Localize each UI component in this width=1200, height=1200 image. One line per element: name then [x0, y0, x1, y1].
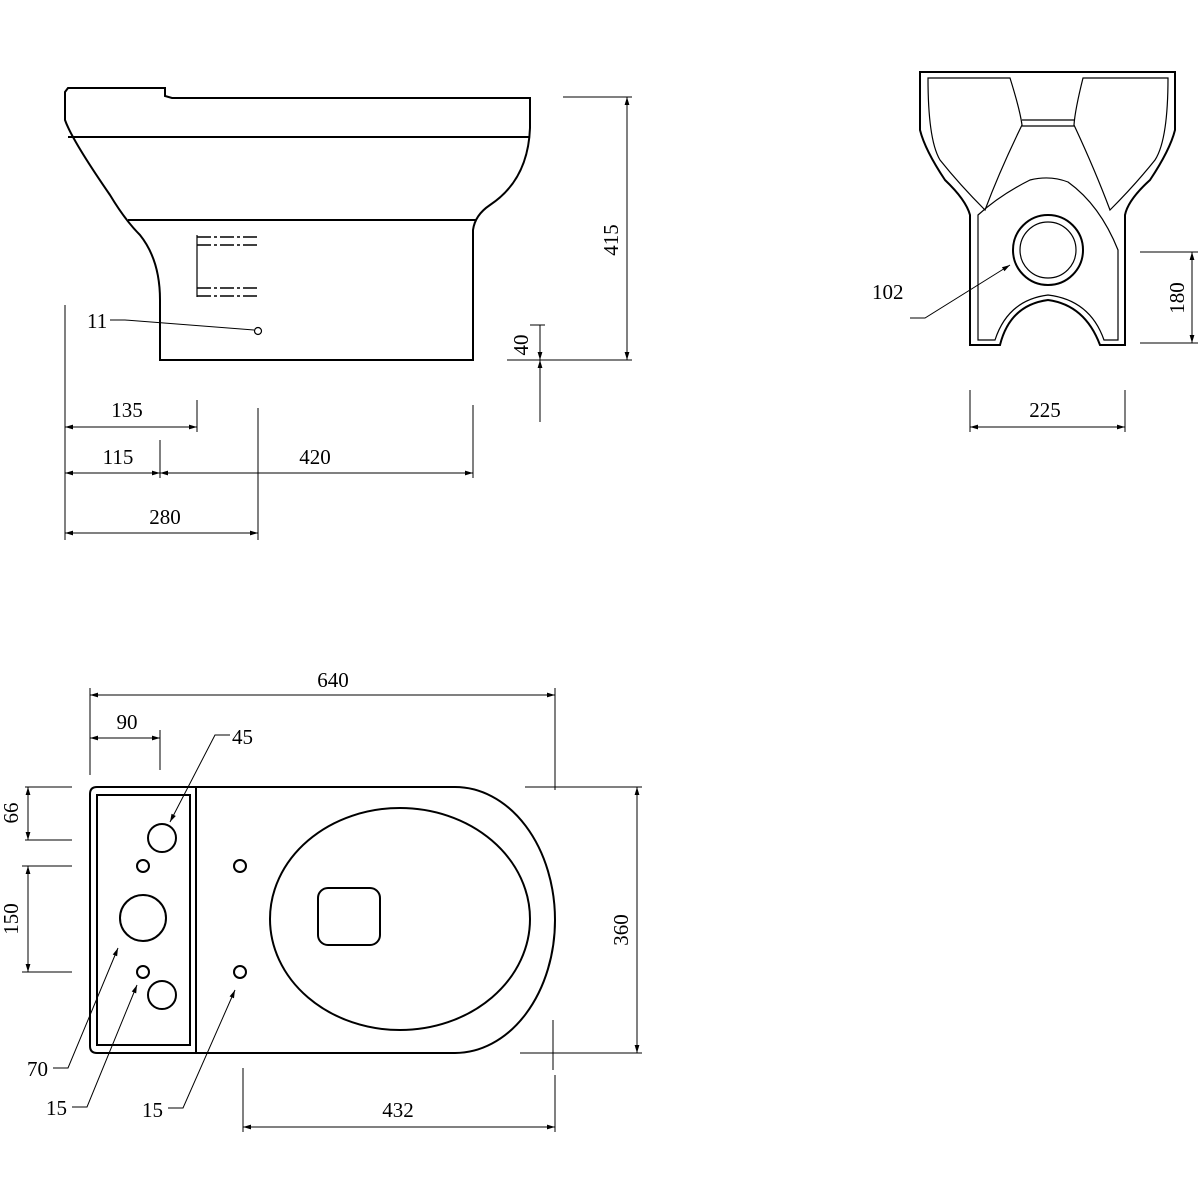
- outlet-pipe-outer: [1012, 214, 1084, 286]
- label-280: 280: [149, 505, 181, 529]
- hole-45: [147, 823, 177, 853]
- label-150: 150: [0, 903, 23, 935]
- top-outline: [89, 786, 556, 1054]
- label-15-left: 15: [46, 1096, 67, 1120]
- top-view: 640 90 45 66 150 360 432 70 15 15: [0, 668, 642, 1132]
- label-66: 66: [0, 803, 23, 824]
- leader-15-right: [168, 989, 236, 1109]
- hole-small: [136, 859, 150, 873]
- leader-45: [169, 734, 230, 823]
- hole-70: [119, 894, 167, 942]
- label-40: 40: [509, 335, 533, 356]
- rear-view: 102 180 225: [872, 71, 1198, 432]
- side-view: 11 415 40 135 115 420 280: [64, 87, 632, 540]
- label-115: 115: [103, 445, 134, 469]
- hole-small: [233, 859, 247, 873]
- leader-15-left: [72, 984, 138, 1108]
- label-90: 90: [117, 710, 138, 734]
- label-415: 415: [599, 224, 623, 256]
- extension-lines: [64, 96, 632, 540]
- toilet-side-outline: [64, 87, 531, 361]
- label-432: 432: [382, 1098, 414, 1122]
- hole-15-right: [233, 965, 247, 979]
- hole-15-left: [136, 965, 150, 979]
- fixing-hole: [253, 326, 263, 336]
- label-11: 11: [87, 309, 107, 333]
- outlet-pipe-inner: [1019, 221, 1077, 279]
- leader-70: [53, 947, 119, 1069]
- label-225: 225: [1029, 398, 1061, 422]
- label-135: 135: [111, 398, 143, 422]
- label-70: 70: [27, 1057, 48, 1081]
- label-640: 640: [317, 668, 349, 692]
- label-45: 45: [232, 725, 253, 749]
- rear-extension-lines: [969, 251, 1198, 432]
- seat-opening: [269, 807, 531, 1031]
- label-102: 102: [872, 280, 904, 304]
- leader-102: [910, 264, 1011, 319]
- label-360: 360: [609, 914, 633, 946]
- inlet-symbol: [196, 235, 257, 297]
- leader-11: [110, 319, 255, 331]
- bowl-outlet: [317, 887, 381, 946]
- label-180: 180: [1165, 282, 1189, 314]
- rear-outline: [919, 71, 1176, 346]
- hole-round: [147, 980, 177, 1010]
- label-15-right: 15: [142, 1098, 163, 1122]
- tank-outline: [96, 794, 191, 1046]
- top-extension-lines: [25, 688, 642, 1132]
- label-420: 420: [299, 445, 331, 469]
